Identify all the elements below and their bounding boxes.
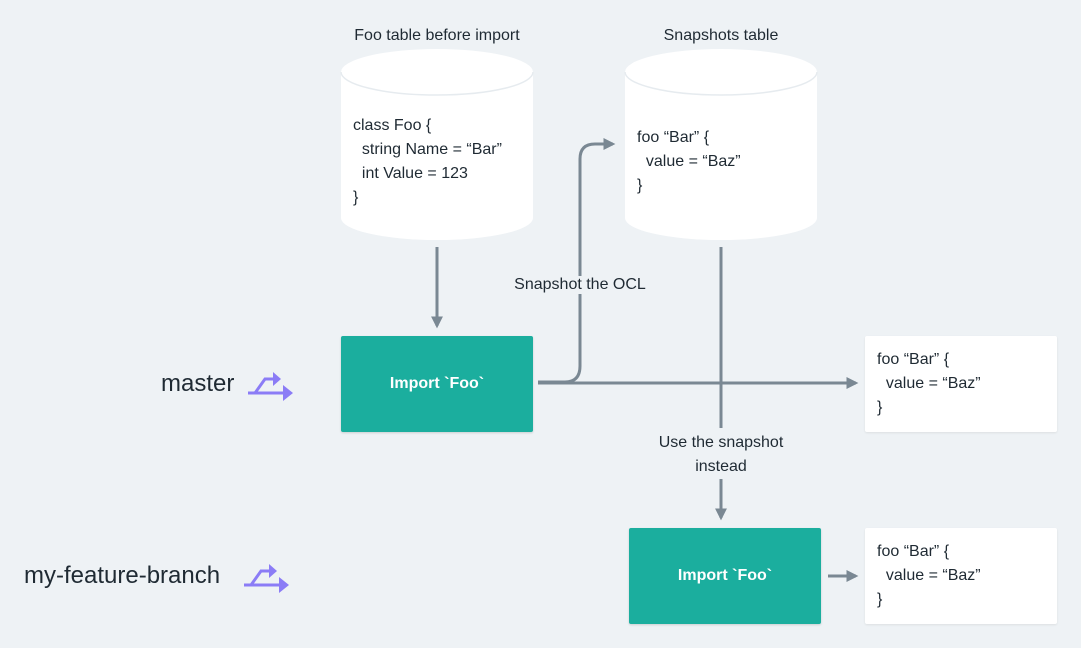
snapshots-table-content: foo “Bar” { value = “Baz” } xyxy=(637,126,741,198)
use-the-snapshot-line1: Use the snapshot xyxy=(658,434,784,451)
code-line: value = “Baz” xyxy=(877,567,981,584)
code-line: } xyxy=(353,189,359,206)
code-line: value = “Baz” xyxy=(637,153,741,170)
code-line: foo “Bar” { xyxy=(877,351,950,368)
git-branch-icon xyxy=(244,564,289,593)
foo-table-content: class Foo { string Name = “Bar” int Valu… xyxy=(353,114,502,210)
use-the-snapshot-line2: instead xyxy=(695,458,747,475)
foo-table-title: Foo table before import xyxy=(354,27,520,44)
arrow-snapshot-the-ocl xyxy=(538,138,616,384)
code-line: foo “Bar” { xyxy=(877,543,950,560)
master-branch-label: master xyxy=(161,370,235,397)
code-line: string Name = “Bar” xyxy=(353,141,502,158)
code-line: int Value = 123 xyxy=(353,165,468,182)
master-import-button[interactable]: Import `Foo` xyxy=(341,336,533,432)
feature-import-button[interactable]: Import `Foo` xyxy=(629,528,821,624)
snapshots-table-cylinder xyxy=(624,49,818,240)
git-branch-icon xyxy=(248,372,293,401)
code-line: value = “Baz” xyxy=(877,375,981,392)
snapshots-table-title: Snapshots table xyxy=(663,27,779,44)
code-line: } xyxy=(637,177,643,194)
feature-result-card: foo “Bar” { value = “Baz” } xyxy=(865,528,1057,624)
use-the-snapshot-label: Use the snapshot instead xyxy=(640,431,802,479)
code-line: foo “Bar” { xyxy=(637,129,710,146)
master-result-card: foo “Bar” { value = “Baz” } xyxy=(865,336,1057,432)
feature-branch-label: my-feature-branch xyxy=(24,562,221,589)
foo-table-cylinder xyxy=(340,49,534,240)
code-line: class Foo { xyxy=(353,117,432,134)
code-line: } xyxy=(877,399,883,416)
code-line: } xyxy=(877,591,883,608)
snapshot-the-ocl-label: Snapshot the OCL xyxy=(500,276,660,294)
